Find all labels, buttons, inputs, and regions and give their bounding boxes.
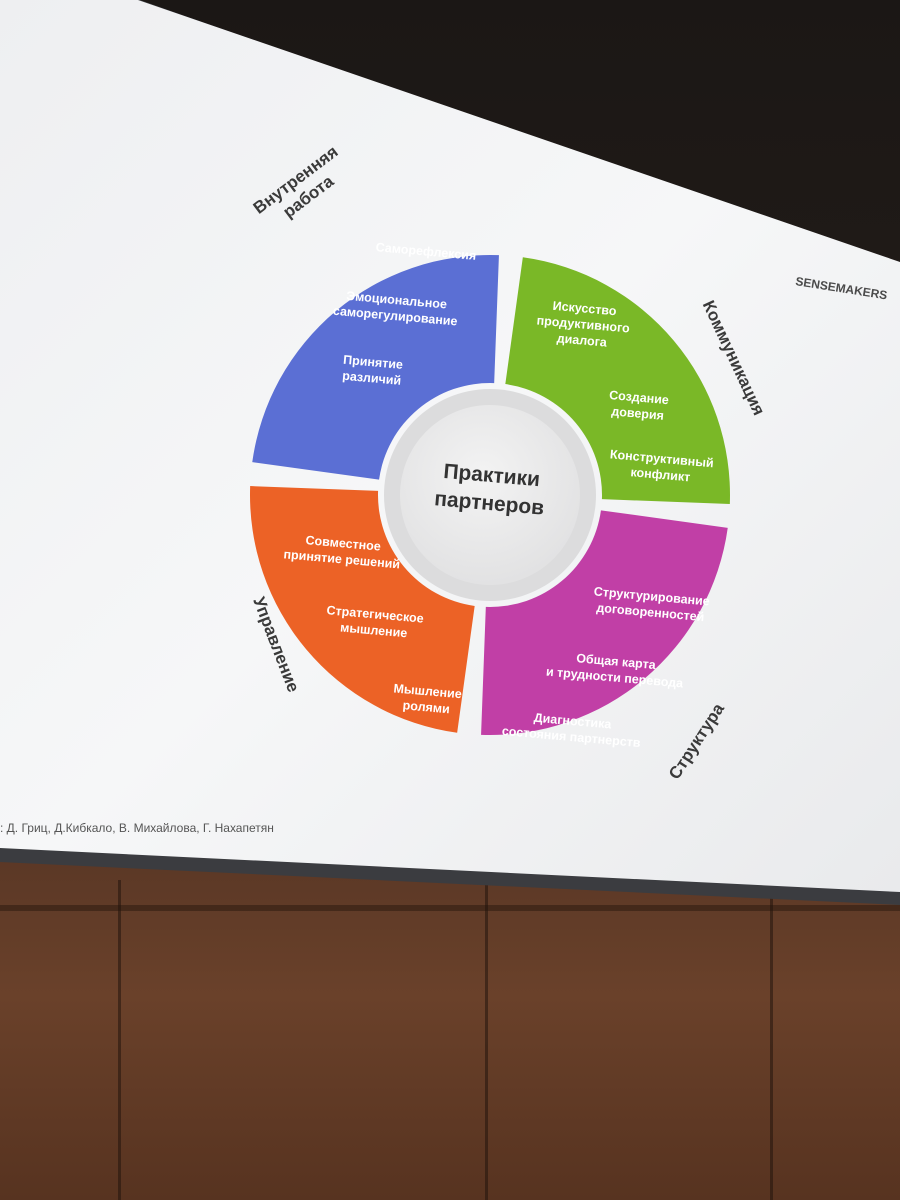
item-accept-differences-l2: различий: [342, 369, 402, 388]
wood-wall: [0, 860, 900, 1200]
item-trust-l1: Создание: [609, 388, 670, 407]
segment-structure: [481, 510, 728, 735]
wall-seam: [118, 880, 121, 1200]
segment-management: [250, 486, 475, 733]
item-dialogue-l1: Искусство: [552, 299, 617, 319]
item-diagnostics-l1: Диагностика: [533, 711, 613, 732]
item-joint-decisions-l1: Совместное: [305, 533, 381, 554]
wall-seam: [770, 880, 773, 1200]
center-hub: [400, 405, 580, 585]
wall-rail: [0, 905, 900, 911]
credits-text: : Д. Гриц, Д.Кибкало, В. Михайлова, Г. Н…: [0, 821, 274, 835]
item-roles-l1: Мышление: [393, 681, 462, 701]
item-conflict-l2: конфликт: [630, 465, 691, 484]
segment-inner-work: [252, 255, 499, 480]
wall-seam: [485, 880, 488, 1200]
item-accept-differences-l1: Принятие: [343, 353, 404, 372]
segment-communication: [505, 257, 730, 504]
item-dialogue-l3: диалога: [556, 331, 608, 349]
item-roles-l2: ролями: [402, 698, 450, 716]
item-strategic-l2: мышление: [340, 620, 408, 640]
item-trust-l2: доверия: [611, 404, 665, 423]
